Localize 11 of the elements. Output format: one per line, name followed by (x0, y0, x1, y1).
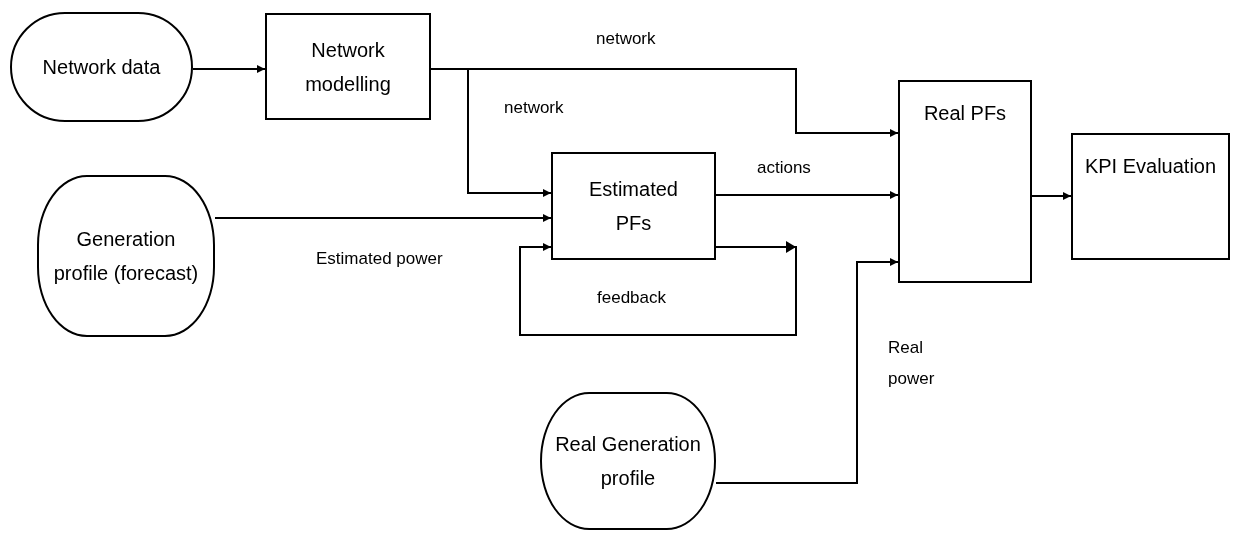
process-box (898, 80, 1032, 283)
node-label: Estimated PFs (588, 177, 679, 236)
node-label: Network data (41, 55, 162, 80)
node-label: KPI Evaluation (1083, 154, 1218, 179)
node-label: Real PFs (922, 101, 1008, 126)
process-box (265, 13, 431, 120)
process-box (1071, 133, 1230, 260)
node-label: Network modelling (304, 37, 392, 97)
node-label: Generation profile (forecast) (52, 227, 200, 286)
process-box (551, 152, 716, 260)
node-label: Real Generation profile (554, 432, 702, 491)
